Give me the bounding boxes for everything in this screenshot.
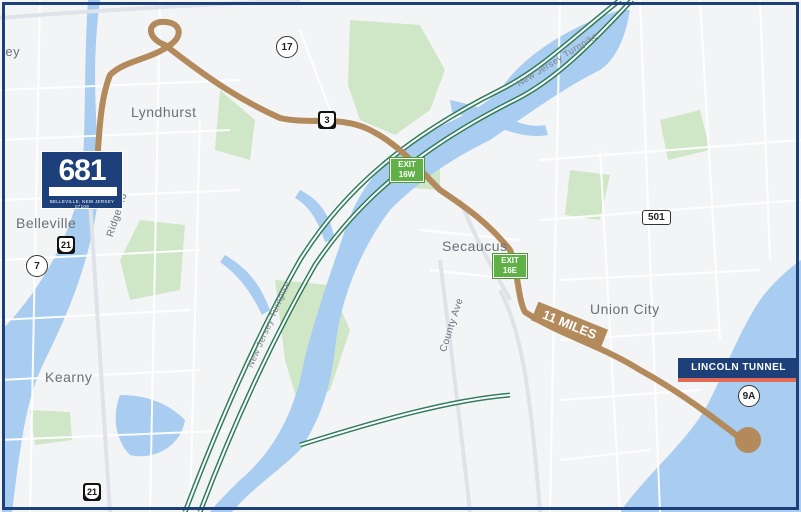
creek (295, 190, 335, 242)
park-area (30, 410, 72, 445)
route-3-shield-icon: 3 (318, 111, 336, 129)
route-681-sign: 681 BELLEVILLE, NEW JERSEY 07109 (41, 151, 123, 209)
park-areas (30, 20, 710, 445)
route-17-shield-icon: 17 (276, 36, 298, 58)
place-label-union-city: Union City (590, 301, 660, 317)
creek (450, 100, 548, 136)
park-area (565, 170, 610, 220)
route-9a-shield-icon: 9A (738, 385, 760, 407)
passaic-river (2, 0, 100, 512)
route-sign-subtitle: BELLEVILLE, NEW JERSEY 07109 (49, 199, 115, 209)
exit-16e-sign: EXIT 16E (492, 253, 528, 279)
exit-16w-sign: EXIT 16W (389, 157, 425, 183)
nj-turnpike (182, 0, 634, 512)
highways (0, 0, 542, 512)
destination-marker (735, 427, 761, 453)
us-21-south-shield-icon: 21 (83, 483, 101, 501)
place-label-secaucus: Secaucus (442, 238, 508, 254)
route-7-shield-icon: 7 (26, 255, 48, 277)
creek (220, 255, 270, 315)
marsh-creeks (115, 100, 548, 457)
us-21-north-shield-icon: 21 (57, 236, 75, 254)
route-number: 681 (58, 154, 106, 187)
destination-label: LINCOLN TUNNEL (678, 358, 799, 382)
route-501-shield-icon: 501 (642, 210, 671, 225)
place-label-ley: ley (2, 44, 21, 59)
hackensack-river (210, 10, 630, 512)
park-area (348, 20, 445, 135)
lake (115, 395, 185, 457)
park-area (120, 220, 185, 300)
place-label-kearny: Kearny (45, 369, 93, 385)
route-sign-bar (49, 187, 117, 196)
park-area (215, 90, 255, 160)
place-label-lyndhurst: Lyndhurst (131, 104, 197, 120)
place-label-belleville: Belleville (16, 215, 77, 231)
